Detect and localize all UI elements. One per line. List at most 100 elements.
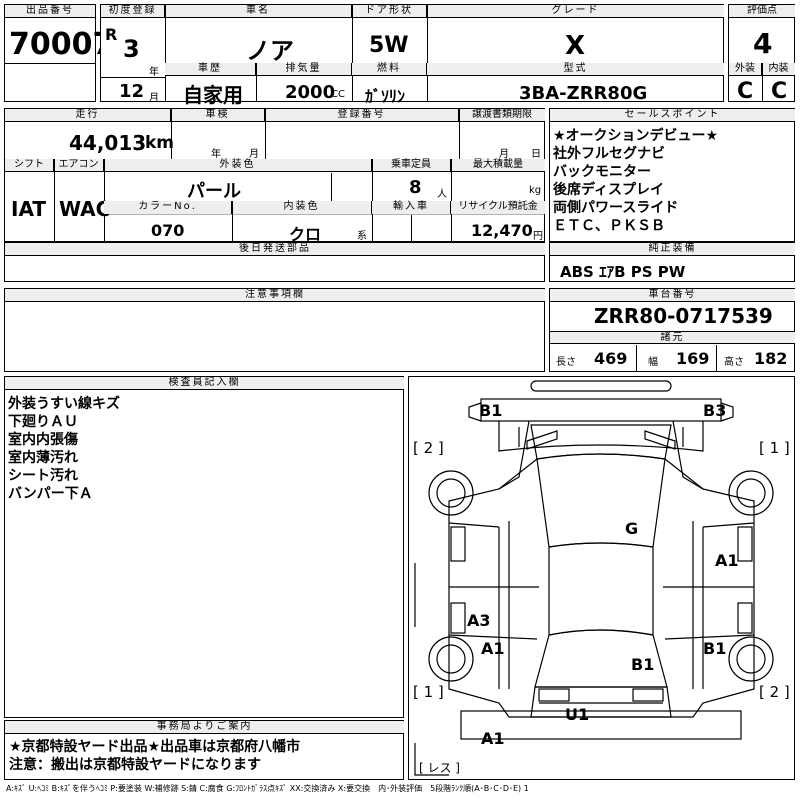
car-name-label: 車名 [165, 5, 352, 18]
width-value: 169 [676, 349, 710, 368]
ext-color-value: パール [187, 181, 241, 202]
capacity-unit: 人 [437, 189, 447, 200]
inspection-year-unit: 年 [211, 149, 221, 160]
damage-mark: B1 [703, 639, 727, 658]
year-value: 3 [123, 35, 140, 63]
capacity-label: 乗車定員 [372, 159, 451, 172]
inspection-label: 車検 [171, 109, 265, 122]
int-color-label: 内装色 [232, 201, 372, 214]
car-name-value: ノア [246, 37, 294, 65]
fuel-value: ｶﾞｿﾘﾝ [365, 87, 406, 106]
month-value: 12 [119, 81, 145, 102]
mileage-value: 44,013 [69, 131, 147, 155]
sales-point-item: 両側パワースライド [553, 200, 679, 216]
mileage-label: 走行 [5, 109, 171, 122]
chassis-box: 車台番号 ZRR80-0717539 諸元 長さ 469 幅 169 高さ 18… [549, 288, 795, 372]
history-value: 自家用 [183, 83, 243, 107]
damage-mark: A1 [715, 551, 739, 570]
rating-label: 評価点 [729, 5, 795, 18]
damage-mark: U1 [565, 705, 590, 724]
office-box: 事務局よりご案内 ★京都特設ヤード出品★出品車は京都府八幡市注意：搬出は京都特設… [4, 720, 404, 780]
office-label: 事務局よりご案内 [5, 721, 404, 734]
inspection-month-unit: 月 [249, 149, 259, 160]
lot-number-value: 70007 [9, 27, 114, 62]
damage-mark: A3 [467, 611, 491, 630]
displacement-label: 排気量 [256, 63, 352, 76]
chassis-label: 車台番号 [550, 289, 795, 302]
inspector-note-item: 外装うすい線キズ [8, 396, 120, 412]
width-label: 幅 [648, 357, 658, 368]
recycle-value: 12,470 [471, 221, 533, 240]
import-label: 輸入車 [372, 201, 451, 214]
shift-label: シフト [5, 159, 54, 172]
legend-text: A:ｷｽﾞ U:ﾍｺﾐ B:ｷｽﾞを伴うﾍｺﾐ P:要塗装 W:補修跡 S:錆 … [6, 784, 529, 793]
color-no-label: カラーNo. [104, 201, 232, 214]
lot-number-box: 出品番号 70007 [4, 4, 113, 102]
equipment-value: ABS ｴｱB PS PW [560, 263, 686, 281]
month-unit: 月 [149, 93, 159, 104]
inspector-note-item: 室内薄汚れ [8, 450, 78, 466]
grade-label: グレード [427, 5, 724, 18]
later-parts-box: 後日発送部品 [4, 242, 545, 282]
tire-tread-label: [ 2 ] [413, 439, 444, 457]
ext-color-label: 外装色 [104, 159, 372, 172]
mileage-unit: km [145, 133, 175, 153]
first-reg-label: 初度登録 [101, 5, 165, 18]
inspector-note-item: シート汚れ [8, 468, 78, 484]
damage-mark: B3 [703, 401, 727, 420]
office-note-item: ★京都特設ヤード出品★出品車は京都府八幡市 [9, 739, 301, 755]
displacement-value: 2000 [285, 82, 336, 103]
notes-label: 注意事項欄 [5, 289, 545, 302]
recycle-unit: 円 [533, 231, 543, 242]
color-no-value: 070 [151, 221, 185, 240]
sales-point-item: 社外フルセグナビ [553, 146, 665, 162]
reg-no-label: 登録番号 [265, 109, 459, 122]
grade-value: X [565, 31, 586, 61]
tire-tread-label: [ 1 ] [413, 683, 444, 701]
dimensions-label: 諸元 [550, 331, 795, 344]
max-load-unit: kg [529, 185, 542, 196]
notes-box: 注意事項欄 [4, 288, 545, 372]
length-value: 469 [594, 349, 628, 368]
model-label: 型式 [427, 63, 724, 76]
recycle-label: リサイクル預託金 [451, 201, 545, 214]
sales-point-item: 後席ディスプレイ [553, 182, 665, 198]
aircon-value: WAC [59, 197, 111, 221]
header-info-box: 初度登録 車名 ドア形状 グレード R 3 年 ノア 5W X 車歴 排気量 燃… [100, 4, 724, 107]
door-label: ドア形状 [352, 5, 427, 18]
interior-label: 内装 [762, 63, 795, 76]
tire-tread-label: [ 2 ] [759, 683, 790, 701]
aircon-label: エアコン [54, 159, 104, 172]
inspector-note-item: 下廻りＡＵ [8, 414, 78, 430]
specs-box: 走行 車検 登録番号 譲渡書類期限 44,013 km 年 月 月 日 シフト … [4, 108, 545, 244]
sales-points-box: セールスポイント ★オークションデビュー★社外フルセグナビバックモニター後席ディ… [549, 108, 795, 242]
damage-mark: A1 [481, 729, 505, 748]
equipment-label: 純正装備 [550, 243, 795, 256]
damage-mark: G [625, 519, 639, 538]
lot-number-label: 出品番号 [5, 5, 96, 18]
inspector-note-item: 室内内張傷 [8, 432, 78, 448]
history-label: 車歴 [165, 63, 256, 76]
interior-value: C [771, 79, 788, 104]
office-note-item: 注意：搬出は京都特設ヤードになります [9, 757, 261, 773]
int-color-value: クロ [289, 225, 322, 244]
year-unit: 年 [149, 67, 159, 78]
door-value: 5W [369, 33, 409, 58]
chassis-value: ZRR80-0717539 [594, 304, 773, 328]
damage-mark: B1 [479, 401, 503, 420]
car-condition-diagram: B1 B3 G A1 A3 A1 B1 B1 U1 A1 [ 2 ] [ 1 ]… [408, 376, 795, 780]
fuel-label: 燃料 [352, 63, 427, 76]
office-notes-list: ★京都特設ヤード出品★出品車は京都府八幡市注意：搬出は京都特設ヤードになります [9, 738, 300, 774]
transfer-label: 譲渡書類期限 [459, 109, 545, 122]
length-label: 長さ [556, 357, 576, 368]
exterior-label: 外装 [729, 63, 762, 76]
model-value: 3BA-ZRR80G [519, 83, 648, 104]
damage-mark: B1 [631, 655, 655, 674]
spare-tire-label: [ レス ] [419, 761, 460, 775]
displacement-unit: CC [331, 89, 345, 100]
height-label: 高さ [724, 357, 744, 368]
exterior-value: C [737, 79, 754, 104]
era-value: R [105, 25, 118, 44]
